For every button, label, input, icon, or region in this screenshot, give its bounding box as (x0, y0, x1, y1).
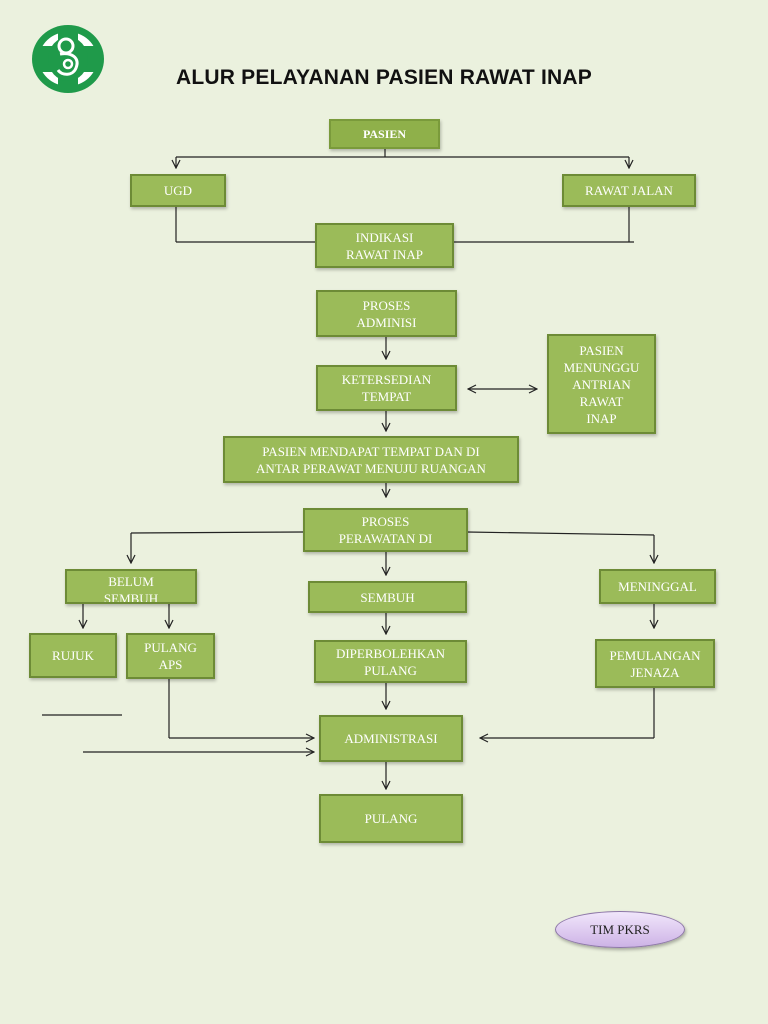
node-administrasi: ADMINISTRASI (319, 715, 463, 762)
node-ketersediaan-tempat: KETERSEDIAN TEMPAT (316, 365, 457, 411)
node-pemulangan-jenaza: PEMULANGAN JENAZA (595, 639, 715, 688)
node-mendapat-tempat: PASIEN MENDAPAT TEMPAT DAN DI ANTAR PERA… (223, 436, 519, 483)
node-rawat-jalan: RAWAT JALAN (562, 174, 696, 207)
node-proses-adminisi: PROSES ADMINISI (316, 290, 457, 337)
page-title: ALUR PELAYANAN PASIEN RAWAT INAP (176, 66, 592, 89)
node-pulang: PULANG (319, 794, 463, 843)
node-proses-perawatan: PROSES PERAWATAN DI (303, 508, 468, 552)
node-meninggal: MENINGGAL (599, 569, 716, 604)
node-belum-sembuh: BELUM SEMBUH (65, 569, 197, 604)
tim-pkrs-badge: TIM PKRS (555, 911, 685, 948)
node-rujuk: RUJUK (29, 633, 117, 678)
hospital-logo-icon (32, 25, 104, 93)
node-diperbolehkan-pulang: DIPERBOLEHKAN PULANG (314, 640, 467, 683)
node-pulang-aps: PULANG APS (126, 633, 215, 679)
node-sembuh: SEMBUH (308, 581, 467, 613)
node-pasien: PASIEN (329, 119, 440, 149)
node-pasien-menunggu-antrian: PASIEN MENUNGGU ANTRIAN RAWAT INAP (547, 334, 656, 434)
node-indikasi-rawat-inap: INDIKASI RAWAT INAP (315, 223, 454, 268)
connector-line (466, 531, 655, 536)
node-ugd: UGD (130, 174, 226, 207)
connector-line (130, 531, 304, 534)
